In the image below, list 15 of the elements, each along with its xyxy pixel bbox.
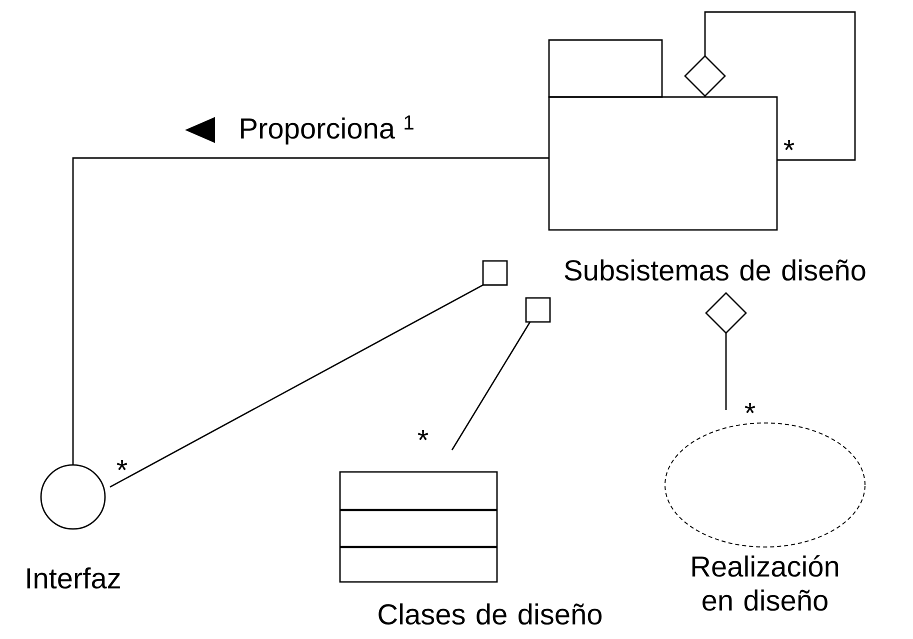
- multiplicity-label: *: [784, 140, 794, 150]
- association-line: [705, 292, 747, 410]
- node-label: Subsistemas de diseño: [564, 259, 866, 281]
- node-label: Clases de diseño: [378, 603, 602, 625]
- edge-label: Proporciona $^{1}$: [241, 116, 414, 144]
- node-label: Interfaz: [27, 567, 120, 589]
- multiplicity-label: *: [418, 430, 428, 440]
- association-line: [110, 260, 508, 488]
- class-box: Clases de diseño: [339, 471, 602, 625]
- association-line: [72, 157, 549, 465]
- multiplicity-label: *: [744, 403, 756, 414]
- association-line: [451, 297, 551, 450]
- multiplicity-label: *: [116, 460, 128, 470]
- association-line: [684, 11, 856, 161]
- node-label: Realización en diseño: [692, 555, 838, 611]
